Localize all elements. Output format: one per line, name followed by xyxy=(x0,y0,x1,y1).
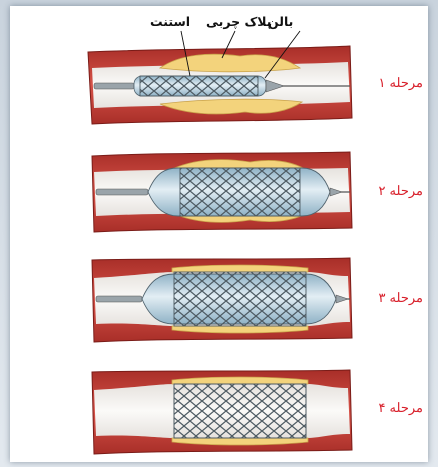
plaque-top-compressed xyxy=(172,265,308,272)
stent-procedure-diagram xyxy=(10,6,428,462)
plaque-top-compressed xyxy=(172,377,308,384)
stage-label-2: مرحله ۲ xyxy=(365,184,423,199)
label-plaque: پلاک چربی xyxy=(206,14,271,29)
stage-label-3: مرحله ۳ xyxy=(365,291,423,306)
stent-expanded xyxy=(174,272,306,326)
plaque-bottom-compressed xyxy=(172,438,308,445)
plaque-bottom-compressed xyxy=(172,326,308,333)
stent-crimped xyxy=(140,76,258,96)
stent-deployed xyxy=(174,384,306,438)
stage-label-1: مرحله ۱ xyxy=(365,76,423,91)
stage-3-illustration xyxy=(92,258,352,342)
label-balloon: بالن xyxy=(268,14,293,29)
stent-expanding xyxy=(180,168,300,216)
catheter xyxy=(96,189,148,195)
catheter xyxy=(96,296,142,302)
stage-4-illustration xyxy=(92,370,352,454)
stage-label-4: مرحله ۴ xyxy=(365,401,423,416)
diagram-panel: بالن پلاک چربی استنت مرحله ۱ مرحله ۲ مرح… xyxy=(10,6,428,462)
label-stent: استنت xyxy=(150,14,190,29)
stage-2-illustration xyxy=(92,152,352,232)
catheter xyxy=(94,83,134,89)
stage-1-illustration xyxy=(88,31,352,124)
